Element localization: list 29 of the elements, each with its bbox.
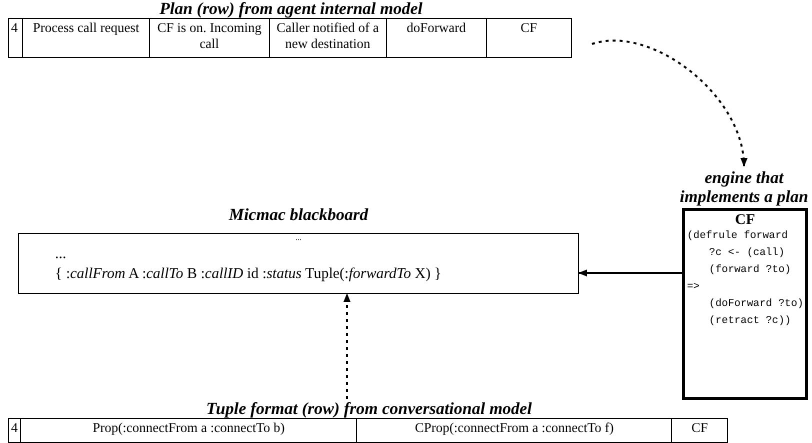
blackboard-text: { :callFrom A :callTo B :callID id :status Tuple(:forwardTo X) } [55, 266, 442, 283]
code-line: (retract ?c)) [708, 314, 791, 329]
table-title: Tuple format (row) from conversational model [205, 400, 533, 418]
table-cell: Caller notified of a new destination [269, 18, 386, 58]
table-row [8, 400, 730, 443]
table-cell: 4 [8, 418, 20, 442]
dashed-arrow [343, 293, 351, 399]
table-cell: doForward [386, 18, 486, 58]
table-title: Plan (row) from agent internal model [158, 0, 424, 18]
table-cell: Process call request [22, 18, 150, 58]
code-line: (doForward ?to) [708, 297, 804, 312]
code-line: => [687, 280, 700, 295]
node-heading: Micmac blackboard [228, 206, 370, 224]
table-cell: CF is on. Incoming call [150, 18, 269, 58]
table-cell: CProp(:connectFrom a :connectTo f) [356, 418, 672, 442]
table-cell: CF [486, 18, 572, 58]
code-line: (forward ?to) [708, 263, 791, 278]
code-line: ?c <- (call) [708, 246, 785, 261]
table-cell: CF [672, 418, 728, 442]
blackboard-text: ... [55, 246, 66, 263]
rule-name: CF [735, 212, 755, 228]
code-line: (defrule forward [687, 229, 788, 244]
table-row [8, 0, 574, 58]
arrow [578, 269, 682, 277]
dashed-arrow [592, 40, 747, 167]
blackboard-text: ... [296, 234, 302, 242]
table-cell: 4 [8, 18, 22, 58]
table-cell: Prop(:connectFrom a :connectTo b) [20, 418, 357, 442]
node-heading: engine that implements a plan [678, 168, 810, 206]
